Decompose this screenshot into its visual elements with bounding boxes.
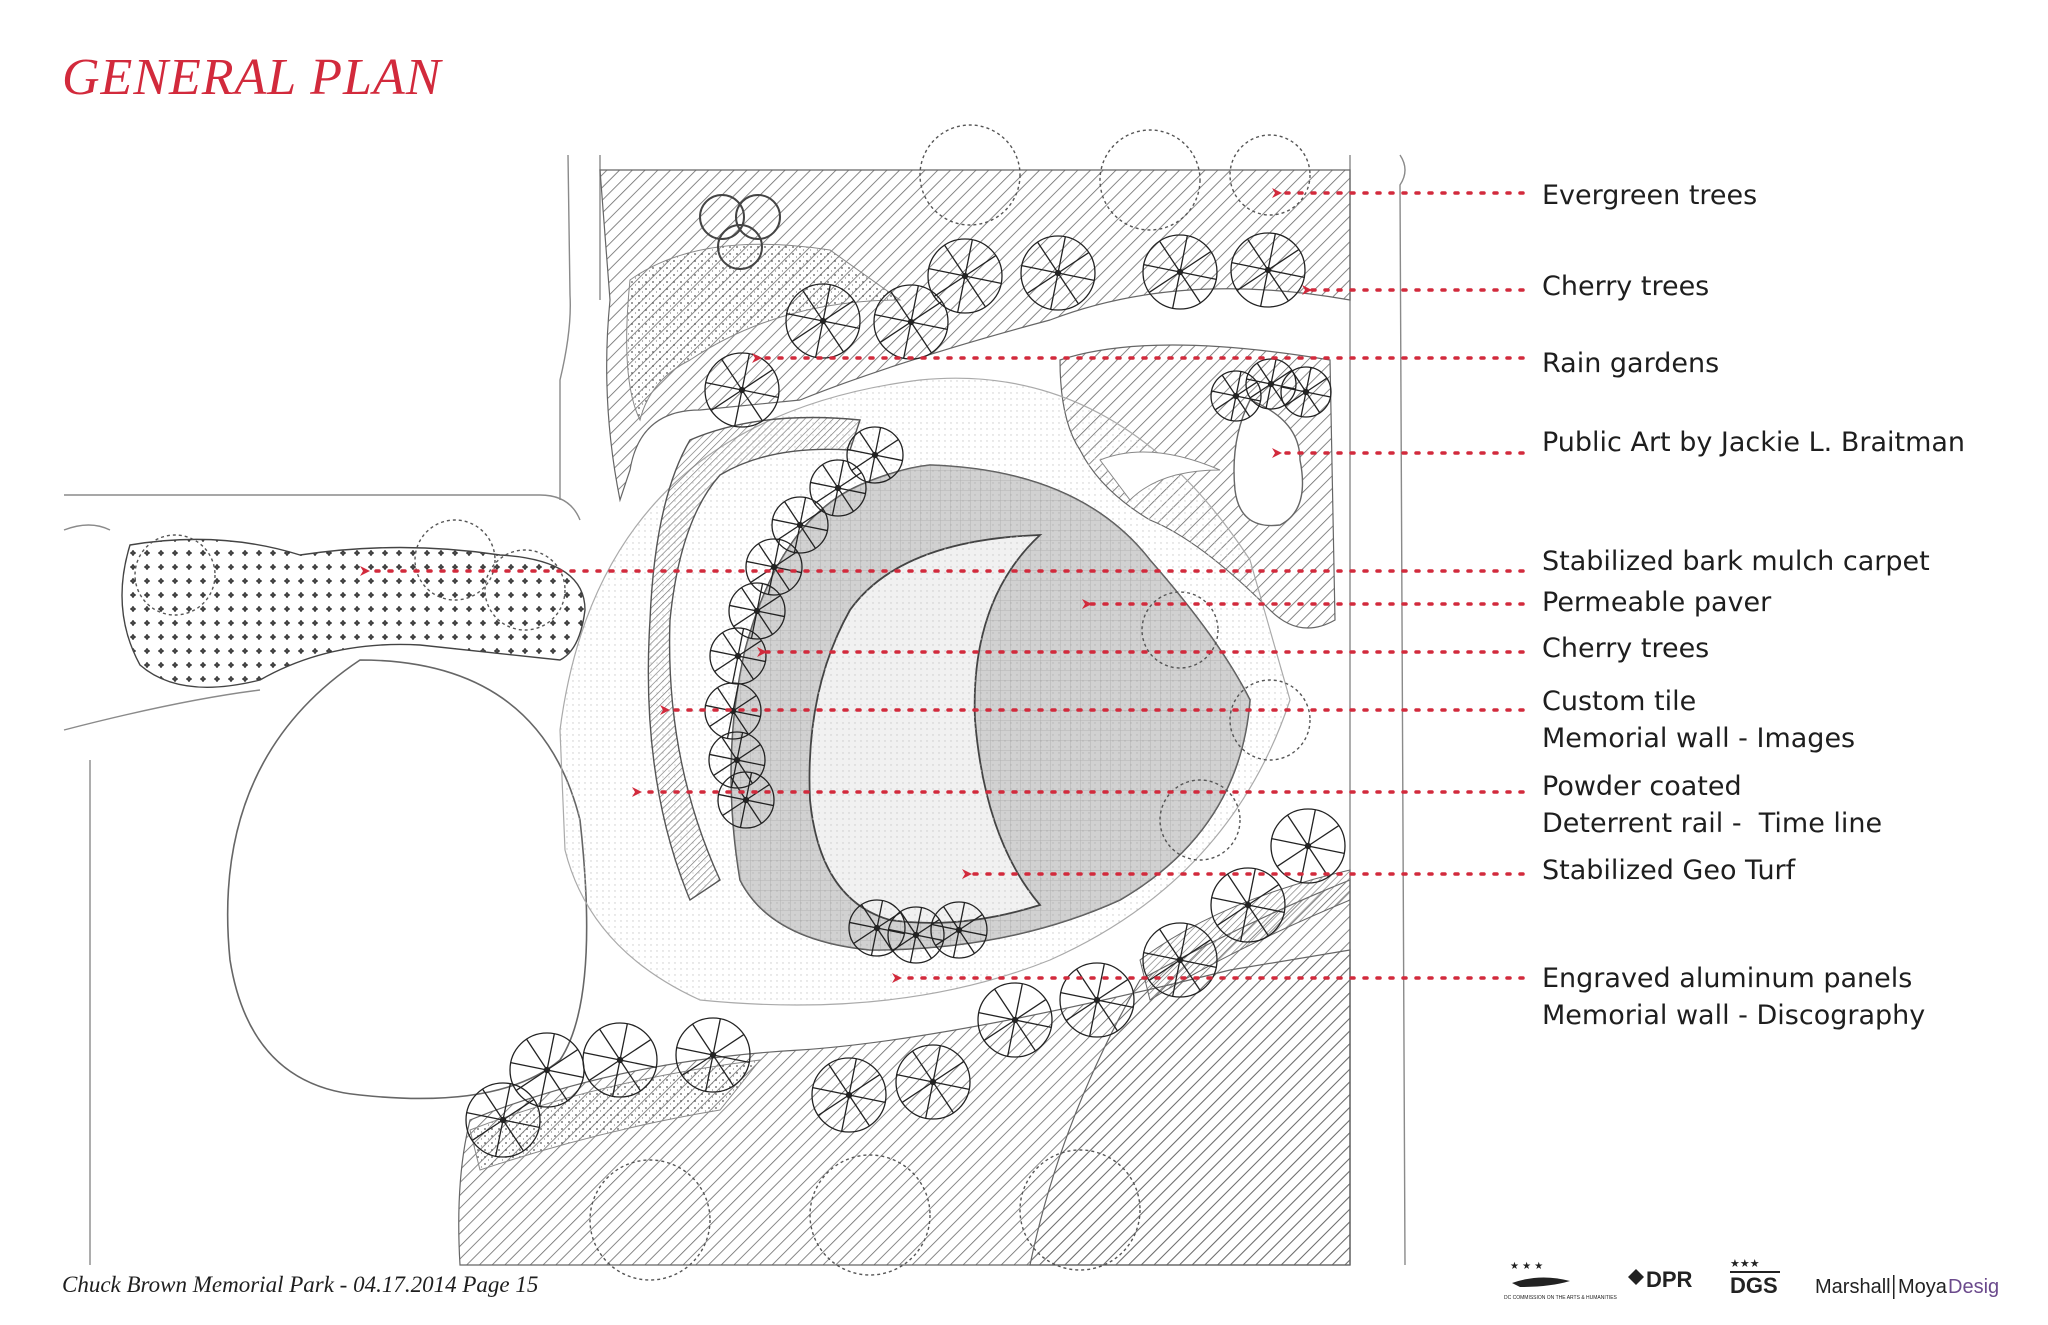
- sponsor-logos: ★ ★ ★ DC COMMISSION ON THE ARTS & HUMANI…: [1504, 1257, 2000, 1301]
- lawn-outline: [226, 659, 588, 1100]
- rain-garden-north: [626, 243, 902, 422]
- cherry-tree-symbol: [675, 1017, 751, 1093]
- south-inner-bed: [1139, 869, 1351, 1001]
- legend-public-art: Public Art by Jackie L. Braitman: [1542, 427, 1966, 458]
- legend-bark-mulch: Stabilized bark mulch carpet: [1542, 546, 1930, 577]
- cherry-tree-symbol: [887, 906, 945, 964]
- cherry-tree-symbol: [1142, 234, 1218, 310]
- public-art-piece: [1233, 399, 1304, 527]
- rain-garden-south: [469, 1059, 762, 1171]
- cherry-tree-symbol: [1020, 235, 1096, 311]
- cherry-tree-symbol: [1059, 962, 1135, 1038]
- leader-lines: [360, 188, 1525, 983]
- cherry-tree-symbol: [1210, 867, 1286, 943]
- cherry-tree-symbol: [848, 899, 906, 957]
- svg-text:★★★: ★★★: [1730, 1257, 1760, 1270]
- memorial-wall-arc: [647, 416, 861, 902]
- cherry-tree-symbol: [745, 538, 803, 596]
- legend-permeable-paver: Permeable paver: [1542, 587, 1772, 618]
- cherry-tree-symbol: [873, 284, 949, 360]
- cherry-tree-symbol: [717, 771, 775, 829]
- cherry-tree-symbol: [771, 496, 829, 554]
- firm-name-a: Marshall: [1815, 1276, 1891, 1298]
- cherry-tree-symbol: [846, 426, 904, 484]
- cherry-tree-symbol: [927, 238, 1003, 314]
- page-footer: Chuck Brown Memorial Park - 04.17.2014 P…: [62, 1272, 539, 1297]
- firm-name-c: Desigr: [1948, 1276, 2000, 1298]
- cherry-trees: [465, 232, 1346, 1158]
- cherry-tree-symbol: [509, 1032, 585, 1108]
- bark-mulch-carpet: [121, 538, 586, 688]
- cherry-tree-symbol: [977, 982, 1053, 1058]
- dpr-logo-text: DPR: [1646, 1267, 1693, 1292]
- cherry-tree-symbol: [1210, 370, 1262, 422]
- cherry-tree-symbol: [1230, 232, 1306, 308]
- cherry-tree-symbol: [1270, 808, 1346, 884]
- svg-text:★ ★ ★: ★ ★ ★: [1510, 1261, 1543, 1272]
- dpr-logo: DPR: [1628, 1267, 1693, 1292]
- legend-powder-coated: Powder coated Deterrent rail - Time line: [1542, 771, 1883, 839]
- legend-evergreen-trees: Evergreen trees: [1542, 180, 1758, 211]
- cherry-tree-symbol: [785, 283, 861, 359]
- cherry-tree-symbol: [728, 582, 786, 640]
- cherry-tree-symbol: [930, 901, 988, 959]
- legend-custom-tile: Custom tile Memorial wall - Images: [1542, 686, 1856, 754]
- planter-trefoil: [699, 194, 781, 270]
- cherry-tree-symbol: [811, 1057, 887, 1133]
- dgs-logo-text: DGS: [1730, 1273, 1778, 1298]
- legend-geo-turf: Stabilized Geo Turf: [1542, 855, 1796, 886]
- evergreen-trees: [134, 124, 1311, 1281]
- cherry-tree-symbol: [1245, 358, 1297, 410]
- arts-logo-text: DC COMMISSION ON THE ARTS & HUMANITIES: [1504, 1295, 1618, 1301]
- cherry-tree-symbol: [809, 459, 867, 517]
- south-bed: [458, 949, 1351, 1266]
- cherry-tree-symbol: [704, 352, 780, 428]
- firm-logo: Marshall Moya Desigr: [1815, 1275, 2000, 1299]
- arts-commission-logo: ★ ★ ★ DC COMMISSION ON THE ARTS & HUMANI…: [1504, 1261, 1618, 1301]
- dgs-logo: ★★★ DGS: [1730, 1257, 1780, 1298]
- cherry-tree-symbol: [1142, 922, 1218, 998]
- legend-engraved-panels: Engraved aluminum panels Memorial wall -…: [1542, 963, 1926, 1031]
- cherry-tree-symbol: [465, 1082, 541, 1158]
- cherry-tree-symbol: [1280, 366, 1332, 418]
- legend-cherry-trees-inner: Cherry trees: [1542, 633, 1710, 664]
- cherry-tree-symbol: [895, 1044, 971, 1120]
- firm-name-b: Moya: [1898, 1276, 1948, 1298]
- legend-rain-gardens: Rain gardens: [1542, 348, 1720, 379]
- page-title: GENERAL PLAN: [62, 49, 442, 106]
- legend-cherry-trees-north: Cherry trees: [1542, 271, 1710, 302]
